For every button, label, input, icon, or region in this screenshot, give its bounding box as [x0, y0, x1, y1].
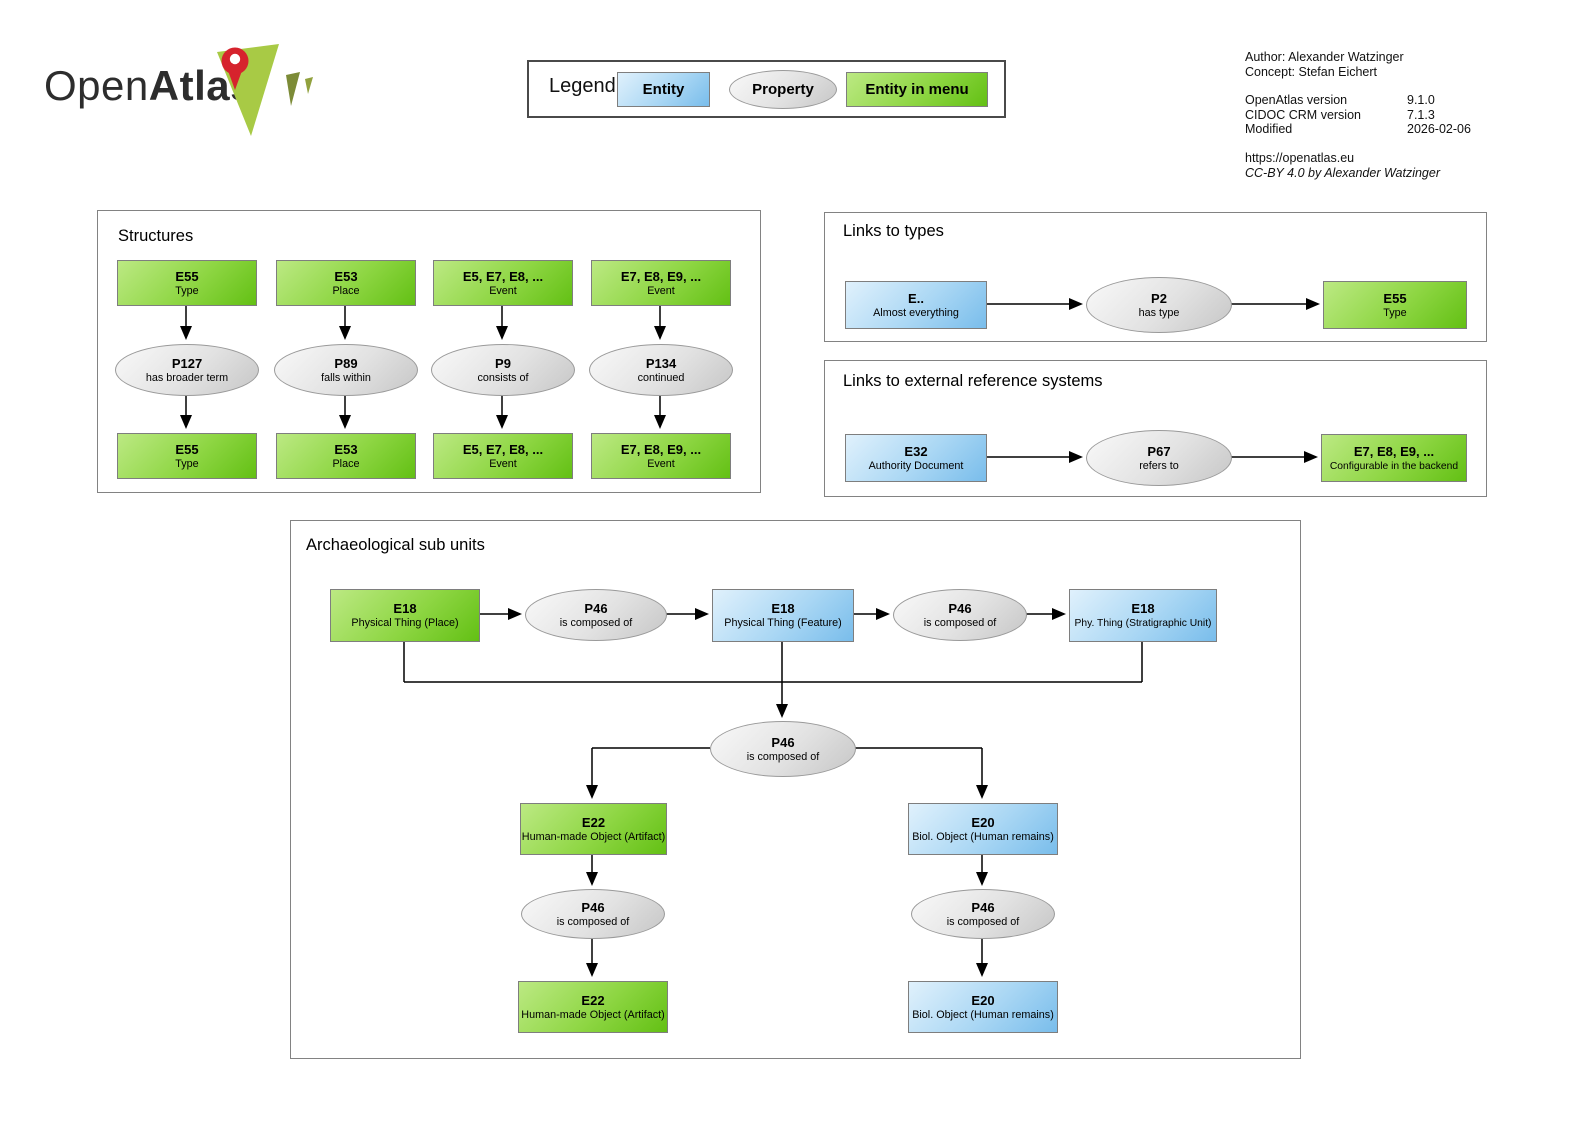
entity-node-e22-artifact-bottom: E22 Human-made Object (Artifact): [518, 981, 668, 1033]
property-node-p134: P134 continued: [589, 344, 733, 396]
legend-panel: Legend Entity Property Entity in menu: [527, 60, 1006, 118]
entity-node-e55-bottom: E55 Type: [117, 433, 257, 479]
property-node-p46-lower-right: P46 is composed of: [911, 889, 1055, 939]
entity-node-e20-human-top: E20 Biol. Object (Human remains): [908, 803, 1058, 855]
property-node-p89: P89 falls within: [274, 344, 418, 396]
entity-node-e32: E32 Authority Document: [845, 434, 987, 482]
entity-node-e20-human-bottom: E20 Biol. Object (Human remains): [908, 981, 1058, 1033]
entity-node-e18-place: E18 Physical Thing (Place): [330, 589, 480, 642]
property-node-p2: P2 has type: [1086, 277, 1232, 333]
property-node-p67: P67 refers to: [1086, 430, 1232, 486]
meta-license: CC-BY 4.0 by Alexander Watzinger: [1245, 165, 1441, 180]
meta-info: Author: Alexander Watzinger Concept: Ste…: [1245, 50, 1545, 180]
arch-sub-units-title: Archaeological sub units: [306, 536, 485, 554]
property-node-p46-row1-right: P46 is composed of: [893, 589, 1027, 641]
property-node-p46-lower-left: P46 is composed of: [521, 889, 665, 939]
entity-node-e18-feature: E18 Physical Thing (Feature): [712, 589, 854, 642]
property-node-p46-center: P46 is composed of: [710, 721, 856, 777]
legend-entity-sample: Entity: [617, 72, 710, 107]
entity-node-event-continued-bottom: E7, E8, E9, ... Event: [591, 433, 731, 479]
meta-url: https://openatlas.eu: [1245, 150, 1355, 165]
meta-author: Author: Alexander Watzinger: [1245, 50, 1404, 64]
entity-node-e18-stratigraphic: E18 Phy. Thing (Stratigraphic Unit): [1069, 589, 1217, 642]
legend-property-sample: Property: [729, 70, 837, 109]
links-to-external-title: Links to external reference systems: [843, 372, 1103, 390]
property-node-p46-row1-left: P46 is composed of: [525, 589, 667, 641]
entity-node-e55-type-target: E55 Type: [1323, 281, 1467, 329]
entity-node-event-consists-bottom: E5, E7, E8, ... Event: [433, 433, 573, 479]
entity-node-configurable-backend: E7, E8, E9, ... Configurable in the back…: [1321, 434, 1467, 482]
entity-node-event-consists-top: E5, E7, E8, ... Event: [433, 260, 573, 306]
entity-node-event-continued-top: E7, E8, E9, ... Event: [591, 260, 731, 306]
entity-node-e22-artifact-top: E22 Human-made Object (Artifact): [520, 803, 667, 855]
entity-node-almost-everything: E.. Almost everything: [845, 281, 987, 329]
legend-entity-in-menu-sample: Entity in menu: [846, 72, 988, 107]
links-to-types-title: Links to types: [843, 222, 944, 240]
entity-node-e55-top: E55 Type: [117, 260, 257, 306]
property-node-p9: P9 consists of: [431, 344, 575, 396]
entity-node-e53-bottom: E53 Place: [276, 433, 416, 479]
structures-title: Structures: [118, 227, 194, 245]
entity-node-e53-top: E53 Place: [276, 260, 416, 306]
meta-concept: Concept: Stefan Eichert: [1245, 64, 1378, 79]
property-node-p127: P127 has broader term: [115, 344, 259, 396]
openatlas-logo-icon: [217, 44, 313, 136]
legend-title: Legend: [549, 75, 616, 97]
